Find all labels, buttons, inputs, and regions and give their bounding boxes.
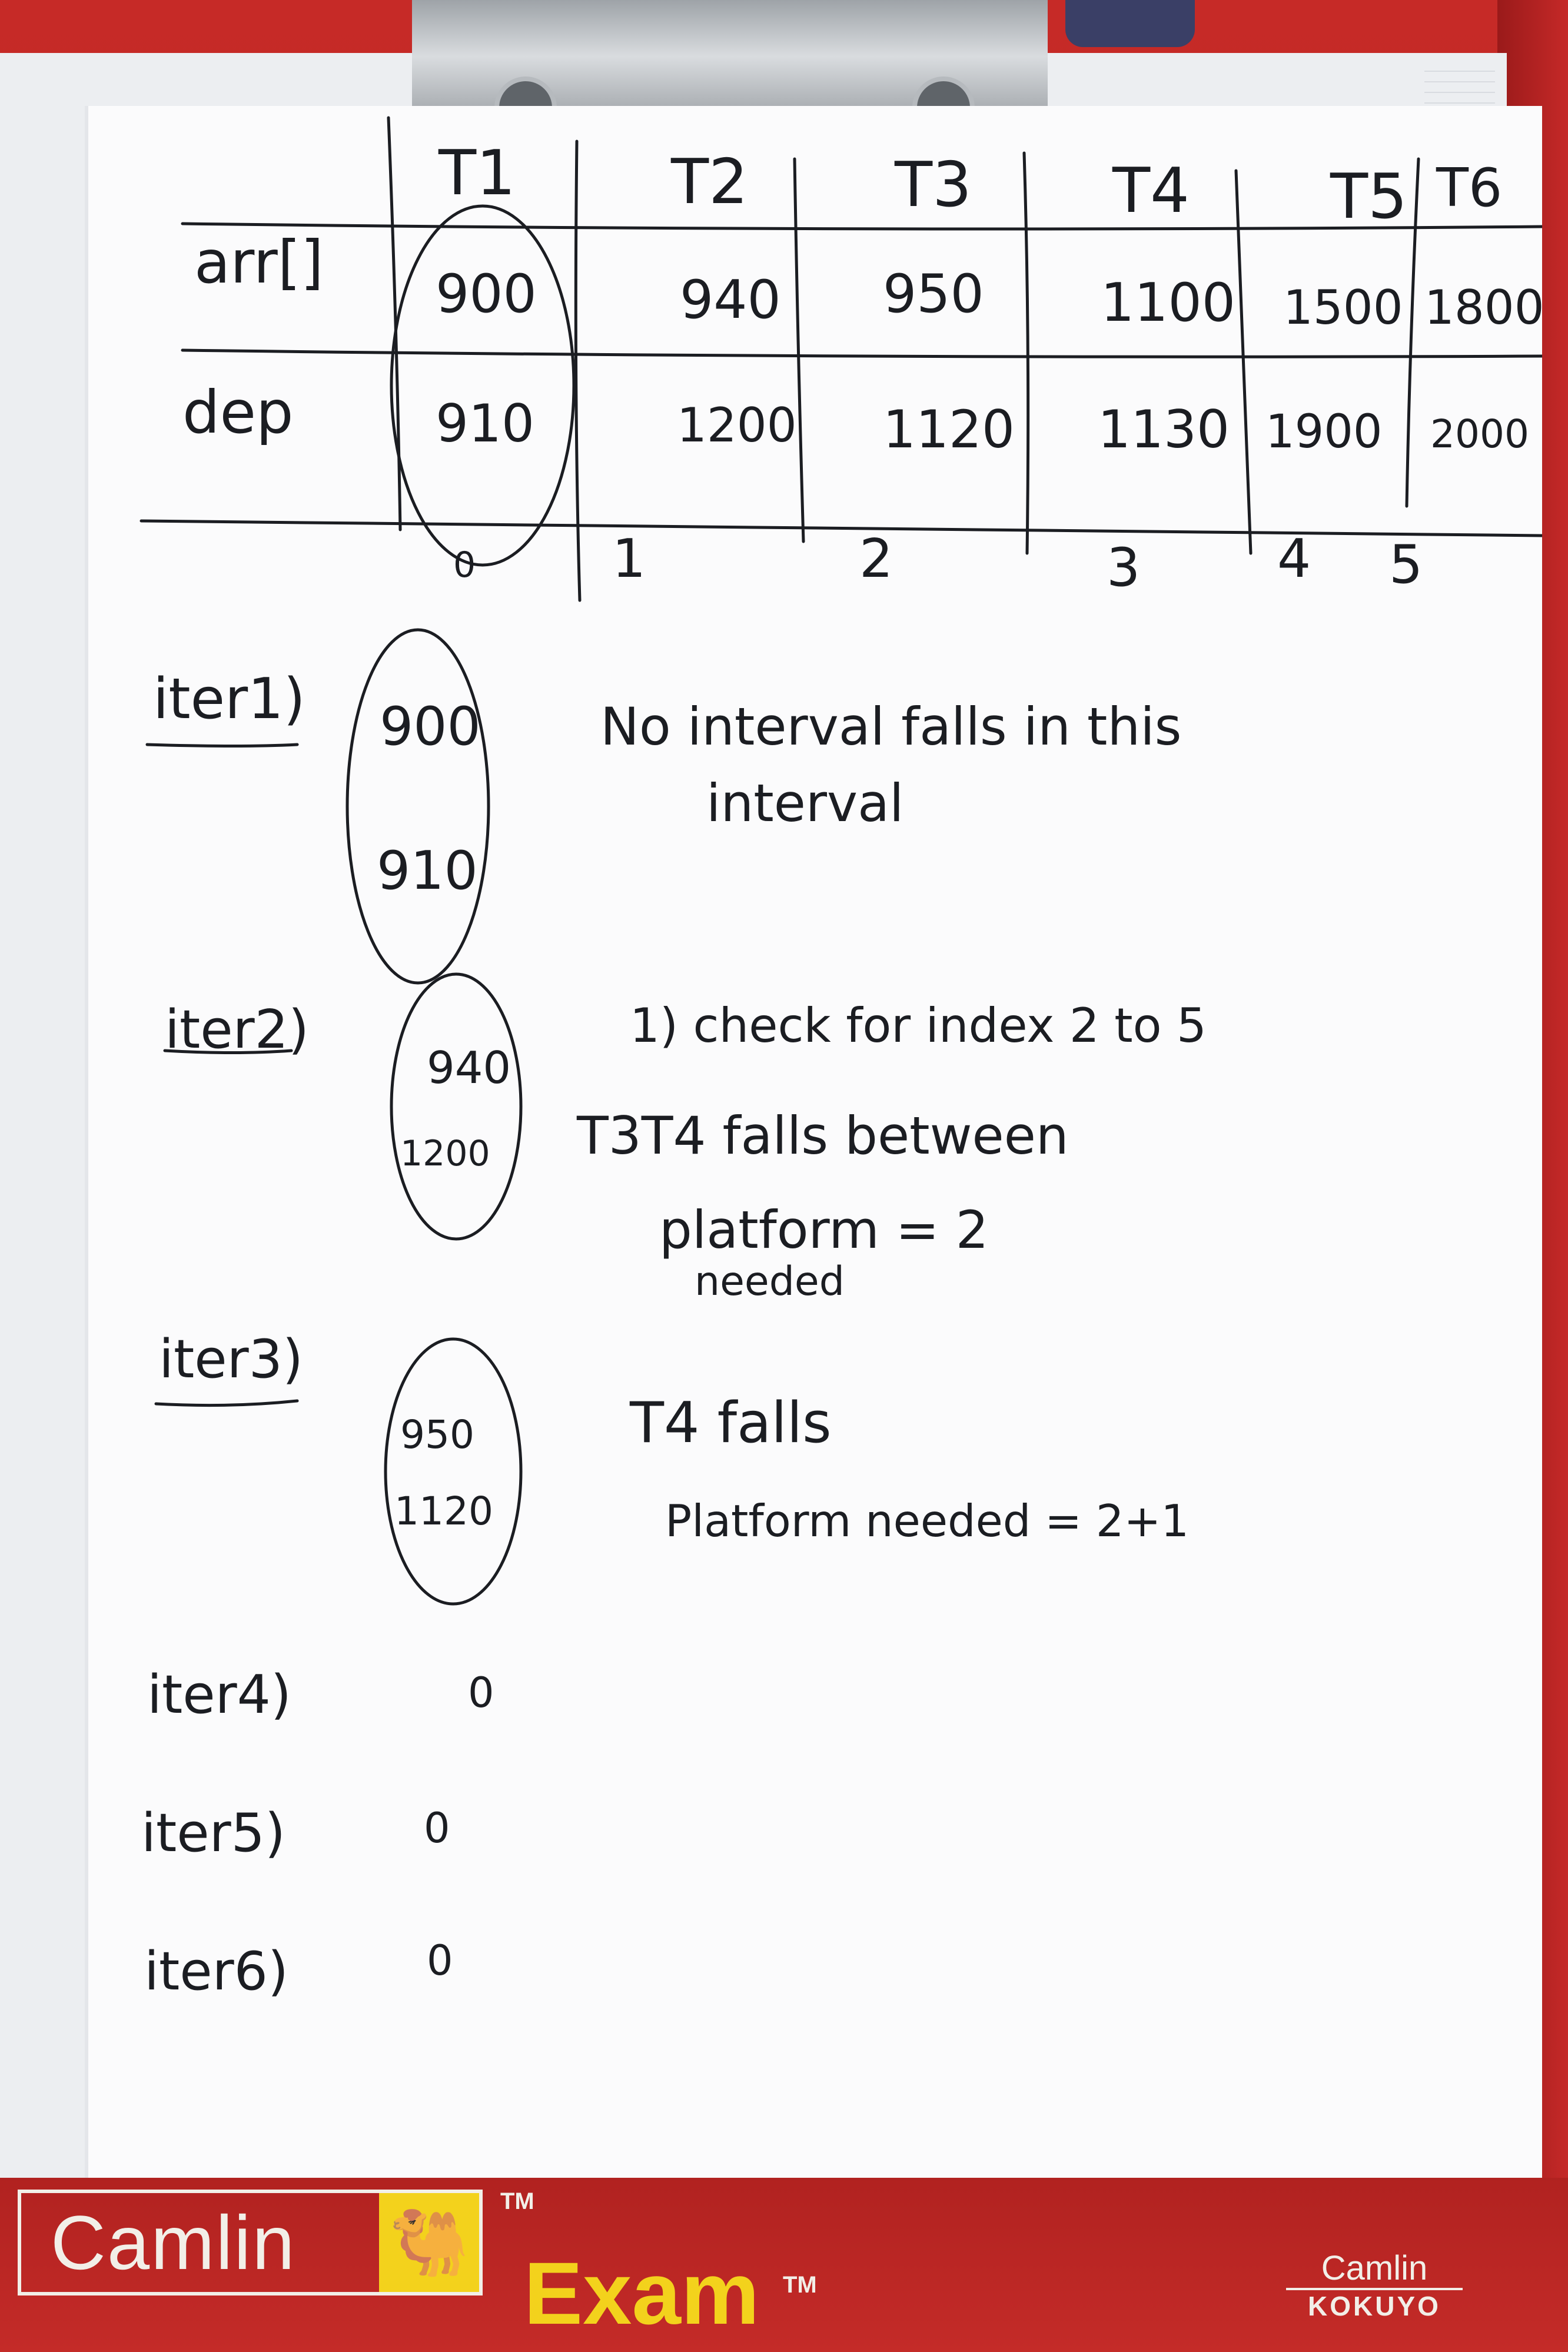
- arr-t2: 940: [680, 269, 781, 331]
- iter2-note-line3: platform = 2: [659, 1200, 989, 1260]
- exam-trademark-mark: TM: [783, 2272, 817, 2298]
- header-t5: T5: [1330, 161, 1407, 232]
- arr-t6: 1800: [1424, 280, 1542, 335]
- iter3-note-line2: Platform needed = 2+1: [665, 1495, 1189, 1547]
- iteration-3: iter3) 950 1120 T4 falls Platform needed…: [159, 1328, 1189, 1547]
- dep-t6: 2000: [1430, 411, 1529, 457]
- table-grid: [139, 116, 1542, 1606]
- iter1-circle: [346, 628, 490, 985]
- table-col-line-3: [793, 157, 805, 543]
- iteration-5: iter5) 0: [141, 1802, 450, 1864]
- iter6-label: iter6): [144, 1941, 288, 2002]
- departure-values: 910 1200 1120 1130 1900 2000: [436, 393, 1529, 460]
- exam-brand-text: Exam: [524, 2244, 760, 2343]
- row-label-arr: arr[]: [194, 228, 324, 297]
- iter2-underline: [163, 1049, 293, 1054]
- iter1-underline: [145, 743, 299, 748]
- iter3-note-line1: T4 falls: [629, 1391, 832, 1456]
- header-t6: T6: [1436, 157, 1502, 219]
- camlin-logo-text: Camlin: [51, 2200, 296, 2285]
- index-row: 0 1 2 3 4 5: [453, 528, 1423, 599]
- notebook-page: T1 T2 T3 T4 T5 T6 arr[] dep 900 940 950 …: [88, 106, 1542, 2219]
- header-t3: T3: [894, 149, 972, 221]
- camel-icon: 🐫: [379, 2193, 479, 2292]
- arr-t4: 1100: [1101, 272, 1235, 334]
- header-t2: T2: [670, 146, 748, 218]
- iter2-dep: 1200: [400, 1133, 490, 1174]
- clip-cap: [1065, 0, 1195, 47]
- iter6-value: 0: [427, 1936, 453, 1985]
- dep-t3: 1120: [883, 399, 1015, 460]
- iter4-label: iter4): [147, 1664, 291, 1726]
- iter1-dep: 910: [377, 840, 478, 902]
- iter2-arr: 940: [427, 1042, 511, 1094]
- index-0: 0: [453, 544, 476, 586]
- table-col-line-4: [1022, 151, 1030, 555]
- table-col-line-6: [1405, 157, 1420, 508]
- iter2-note-line2: T3T4 falls between: [576, 1105, 1069, 1166]
- iter3-circle: [384, 1337, 523, 1606]
- t1-circle: [390, 204, 576, 567]
- index-5: 5: [1389, 534, 1423, 596]
- camlin-kokuyo-logo: Camlin KOKUYO: [1286, 2248, 1463, 2322]
- table-col-line-2: [574, 139, 582, 602]
- brand-strip: [0, 2178, 1568, 2352]
- iter2-note-line1: 1) check for index 2 to 5: [630, 998, 1207, 1053]
- iter3-underline: [154, 1399, 299, 1407]
- iteration-2: iter2) 940 1200 1) check for index 2 to …: [165, 998, 1207, 1305]
- kokuyo-camlin-text: Camlin: [1321, 2249, 1428, 2287]
- trademark-mark: TM: [500, 2188, 534, 2214]
- handwritten-notes: T1 T2 T3 T4 T5 T6 arr[] dep 900 940 950 …: [139, 116, 1542, 2002]
- kokuyo-text: KOKUYO: [1286, 2288, 1463, 2322]
- camlin-logo: Camlin 🐫: [18, 2190, 483, 2295]
- arrival-values: 900 940 950 1100 1500 1800: [436, 263, 1542, 335]
- iter1-note-line2: interval: [706, 773, 904, 833]
- row-label-dep: dep: [182, 378, 293, 447]
- iter2-circle: [390, 972, 523, 1241]
- table-col-line-5: [1234, 169, 1253, 555]
- train-headers: T1 T2 T3 T4 T5 T6: [438, 137, 1502, 232]
- table-bottom-line: [139, 519, 1542, 537]
- iter3-label: iter3): [159, 1328, 303, 1390]
- iter5-value: 0: [424, 1804, 450, 1852]
- iter4-value: 0: [468, 1669, 494, 1717]
- index-3: 3: [1107, 537, 1140, 599]
- table-row-line: [181, 348, 1542, 358]
- iteration-1: iter1) 900 910 No interval falls in this…: [153, 667, 1182, 902]
- index-1: 1: [612, 528, 646, 590]
- header-t1: T1: [438, 137, 516, 209]
- dep-t5: 1900: [1265, 406, 1383, 459]
- iter3-arr: 950: [400, 1412, 474, 1457]
- arr-t1: 900: [436, 263, 537, 325]
- iter5-label: iter5): [141, 1802, 285, 1864]
- dep-t2: 1200: [677, 398, 797, 453]
- iter2-note-line4: needed: [695, 1258, 845, 1305]
- iteration-4: iter4) 0: [147, 1664, 494, 1726]
- index-4: 4: [1277, 528, 1311, 590]
- dep-t1: 910: [436, 393, 534, 454]
- iter1-label: iter1): [153, 667, 305, 732]
- iteration-6: iter6) 0: [144, 1936, 453, 2002]
- iter1-arr: 900: [380, 696, 481, 758]
- dep-t4: 1130: [1098, 399, 1230, 460]
- table-header-line: [181, 222, 1542, 231]
- iter3-dep: 1120: [394, 1489, 493, 1534]
- arr-t5: 1500: [1283, 280, 1403, 335]
- header-t4: T4: [1112, 155, 1190, 227]
- arr-t3: 950: [883, 263, 984, 325]
- iter1-note-line1: No interval falls in this: [600, 696, 1182, 757]
- index-2: 2: [859, 528, 893, 590]
- iter2-label: iter2): [165, 999, 309, 1061]
